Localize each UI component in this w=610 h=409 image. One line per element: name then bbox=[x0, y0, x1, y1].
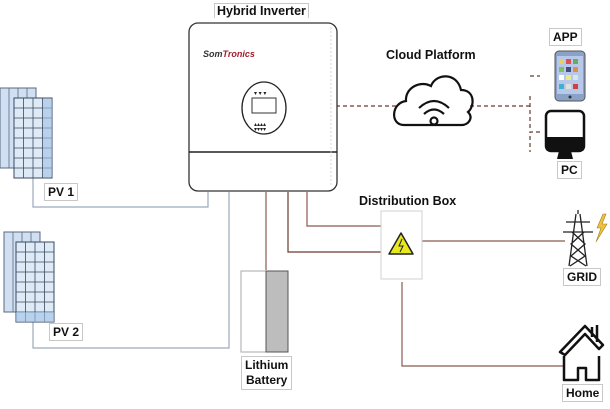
battery-label-line2: Battery bbox=[245, 373, 288, 387]
pc-monitor-icon bbox=[544, 109, 586, 159]
distribution-box-icon bbox=[380, 210, 423, 280]
svg-text:▾ ▾ ▾: ▾ ▾ ▾ bbox=[254, 91, 266, 97]
distribution-box-label: Distribution Box bbox=[359, 194, 457, 208]
svg-text:▴▴▴▴: ▴▴▴▴ bbox=[254, 122, 266, 128]
pv1-wire bbox=[32, 178, 209, 208]
grid-label: GRID bbox=[563, 268, 601, 286]
pv2-panel-icon bbox=[3, 231, 55, 323]
brand-logo: SomTronics bbox=[203, 49, 255, 59]
link-to-app bbox=[529, 131, 540, 152]
lightning-icon bbox=[595, 213, 608, 243]
inverter-icon: ▾ ▾ ▾ ▴▴▴▴ ▾▾▾▾ bbox=[188, 22, 338, 192]
home-label: Home bbox=[562, 384, 604, 402]
pv1-panel-icon bbox=[0, 87, 53, 179]
brand-prefix: Som bbox=[203, 49, 223, 59]
pc-label: PC bbox=[557, 161, 582, 179]
battery-label-line1: Lithium bbox=[245, 358, 289, 372]
pv1-label: PV 1 bbox=[44, 183, 79, 201]
phone-icon bbox=[554, 50, 586, 102]
svg-text:▾▾▾▾: ▾▾▾▾ bbox=[254, 127, 266, 133]
brand-suffix: Tronics bbox=[222, 49, 255, 59]
battery-icon bbox=[240, 270, 289, 353]
battery-label: Lithium Battery bbox=[241, 356, 293, 390]
inverter-label: Hybrid Inverter bbox=[214, 3, 309, 18]
home-icon bbox=[558, 324, 605, 382]
pv2-label: PV 2 bbox=[49, 323, 84, 341]
cloud-icon bbox=[393, 75, 474, 127]
grid-tower-icon bbox=[563, 210, 593, 267]
pv2-wire bbox=[32, 192, 230, 349]
cloud-platform-label: Cloud Platform bbox=[386, 48, 476, 62]
inverter-to-distbox-wire-1 bbox=[306, 192, 381, 227]
app-label: APP bbox=[549, 28, 582, 46]
inverter-to-distbox-wire-2 bbox=[287, 192, 381, 253]
distbox-to-home-wire bbox=[401, 282, 565, 367]
